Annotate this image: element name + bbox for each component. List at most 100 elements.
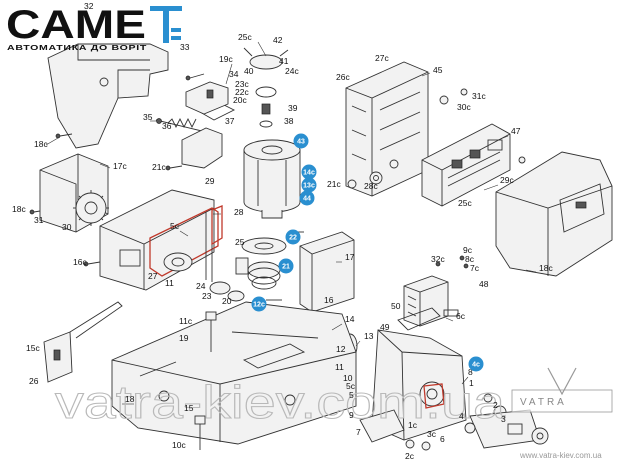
brand-logo: CAME АВТОМАТИКА ДО ВОРІТ: [6, 3, 182, 52]
part-label: 6: [440, 434, 445, 444]
motor-ring: [241, 237, 287, 255]
part-label: 29: [205, 176, 215, 186]
vatra-badge: VATRA: [511, 367, 613, 413]
callout-badge-label: 4c: [472, 362, 480, 369]
callout-badge-label: 22: [289, 235, 297, 242]
side-bracket: [299, 231, 355, 313]
part-label: 10: [343, 373, 353, 383]
callout-badge-circle: [285, 229, 301, 245]
release-bracket: [181, 127, 223, 169]
part-label: 8c: [465, 254, 475, 264]
vatra-badge-text: VATRA: [520, 397, 567, 408]
part-label: 11: [335, 362, 344, 372]
callout-badge: 22: [285, 229, 301, 245]
part-label: 34: [229, 69, 239, 79]
leader-lines: [45, 41, 537, 405]
part-label: 19: [179, 333, 189, 343]
part-label: 14: [345, 314, 355, 324]
part-label: 16: [324, 295, 334, 305]
part-label: 21c: [327, 179, 341, 189]
part-label: 18: [125, 394, 135, 404]
part-label: 21c: [152, 162, 166, 172]
watermark-text: vatra-kiev.com.ua: [55, 376, 506, 428]
part-label: 50: [391, 301, 401, 311]
part-label: 23c: [235, 79, 249, 89]
callout-badge-circle: [301, 177, 317, 193]
callout-badge: 43: [293, 133, 309, 149]
part-badges: 43 14c 13c 44 22 21 12c 4c: [251, 133, 484, 372]
part-label: 15c: [26, 343, 40, 353]
part-label: 26: [29, 376, 39, 386]
part-label: 3c: [427, 429, 437, 439]
part-label: 24: [196, 281, 206, 291]
part-label: 47: [511, 126, 521, 136]
part-label: 13: [364, 331, 374, 341]
part-label: 29c: [500, 175, 514, 185]
callout-badge-circle: [278, 258, 294, 274]
part-label: 18c: [34, 139, 48, 149]
control-board: [421, 123, 511, 207]
part-label: 25c: [238, 32, 252, 42]
crank-disc: [249, 54, 283, 70]
part-label: 37: [225, 116, 235, 126]
callout-badge-circle: [251, 296, 267, 312]
callout-badge-circle: [299, 190, 315, 206]
callout-badge-label: 44: [303, 196, 311, 203]
mounting-frame: [345, 61, 429, 197]
site-url: www.vatra-kiev.com.ua: [519, 451, 602, 460]
part-label: 18c: [539, 263, 553, 273]
callout-badge-label: 43: [297, 139, 305, 146]
logo-text: CAME: [6, 3, 146, 47]
part-label: 10c: [172, 440, 186, 450]
callout-badge-label: 14c: [303, 170, 315, 177]
motor: [243, 139, 301, 219]
part-label: 49: [380, 322, 390, 332]
part-label: 45: [433, 65, 443, 75]
part-label: 7: [356, 427, 361, 437]
gasket: [149, 207, 219, 277]
part-label: 28c: [364, 181, 378, 191]
part-label: 1: [469, 378, 474, 388]
callout-badge-label: 12c: [253, 302, 265, 309]
part-label: 6c: [456, 311, 466, 321]
callout-badge-circle: [301, 164, 317, 180]
part-label: 3: [501, 414, 506, 424]
part-label: 41: [279, 56, 289, 66]
callout-badge-circle: [468, 356, 484, 372]
part-label: 36: [162, 121, 172, 131]
part-label: 18c: [12, 204, 26, 214]
part-label: 32c: [431, 254, 445, 264]
part-label: 11: [165, 278, 174, 288]
part-label: 28: [234, 207, 244, 217]
part-label: 26c: [336, 72, 350, 82]
part-label: 42: [273, 35, 283, 45]
callout-badge-label: 21: [282, 264, 290, 271]
gearmotor-base: [111, 301, 357, 445]
logo-tagline: АВТОМАТИКА ДО ВОРІТ: [7, 43, 147, 52]
part-label: 25c: [458, 198, 472, 208]
part-label: 19c: [219, 54, 233, 64]
part-label: 1c: [408, 420, 418, 430]
part-label: 2c: [405, 451, 415, 461]
callout-badge-label: 13c: [303, 183, 315, 190]
part-label: 22c: [235, 87, 249, 97]
part-label: 17: [345, 252, 355, 262]
part-label: 39: [288, 103, 298, 113]
part-label: 48: [479, 279, 489, 289]
part-label: 31c: [472, 91, 486, 101]
callout-badge: 4c: [468, 356, 484, 372]
part-label: 16c: [73, 257, 87, 267]
part-label: 15: [184, 403, 194, 413]
part-label: 8: [468, 367, 473, 377]
part-label: 25: [235, 237, 245, 247]
callout-badge: 12c: [251, 296, 267, 312]
outer-cover: [495, 151, 613, 277]
line-art: [29, 41, 613, 451]
callout-badge: 13c: [301, 177, 317, 193]
part-label: 27c: [375, 53, 389, 63]
callout-badge: 44: [299, 190, 315, 206]
part-label: 31: [34, 215, 44, 225]
part-label: 5c: [170, 221, 180, 231]
